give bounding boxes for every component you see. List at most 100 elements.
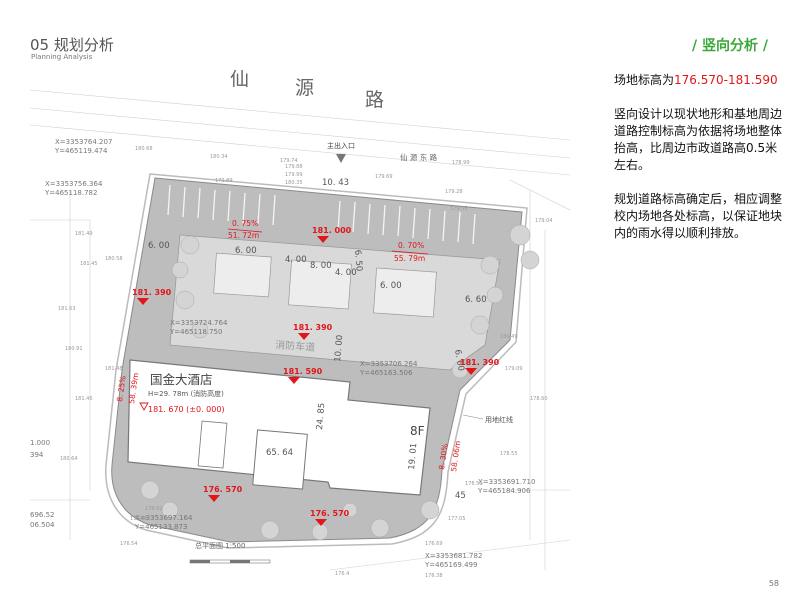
survey-value: 180.35 [285,180,303,186]
slope-length: 58. 39m [127,372,140,404]
building-stair [197,420,228,469]
spot-elevation: 176. 570 [310,509,350,518]
slope-labels: 0. 75% 51. 72m 0. 70% 55. 79m 8. 25% 58.… [115,219,462,472]
edge-label: 06.504 [30,521,55,529]
entrance-arrow-icon [336,154,346,163]
description-panel: 场地标高为176.570-181.590 竖向设计以现状地形和基地周边道路控制标… [614,72,782,259]
survey-value: 181.46 [75,396,93,402]
road-name-small: 仙 源 东 路 [400,152,438,162]
entrance-label: 主出入口 [327,141,355,150]
survey-value: 179.69 [375,174,393,180]
survey-value: 180.64 [60,456,78,462]
survey-value: 181.45 [80,261,98,267]
edge-label: 696.52 [30,511,55,519]
elevation-range-value: 176.570-181.590 [674,73,778,87]
survey-value: 176.68 [130,516,148,522]
coordinate-y: Y=465184.906 [477,487,531,495]
dimension-label: 65. 64 [266,448,293,458]
survey-value: 178.60 [530,396,548,402]
dimension-label: 6. 60 [452,349,466,372]
survey-value: 180.58 [105,256,123,262]
page-title: 05 规划分析 [30,36,114,54]
survey-value: 176.92 [145,506,163,512]
elevation-range-text: 场地标高为176.570-181.590 [614,73,778,87]
dimension-label: 19. 01 [407,442,419,470]
coordinate-y: Y=465169.499 [424,561,477,569]
spot-elevation: 176. 570 [203,485,243,494]
slope-percent: 8. 30% [437,443,450,470]
spot-elevation: 181. 000 [312,226,352,235]
survey-value: 176.54 [120,541,138,547]
slope-length: 58. 06m [449,440,462,472]
slope-percent: 8. 25% [115,375,128,402]
survey-value: 178.55 [500,451,518,457]
coordinate-y: Y=465163.506 [359,369,413,377]
scale-label: 总平面图 1:500 [195,541,245,550]
coordinate-y: Y=465118.782 [44,189,97,197]
survey-lines [30,89,570,571]
coordinate-y: Y=465119.474 [54,147,108,155]
dimension-label: 45 [455,491,466,501]
survey-value: 179.74 [280,158,298,164]
building-height: H=29. 78m (消防高度) [148,389,224,398]
parking-blocks [213,252,437,318]
survey-value: 181.63 [58,306,76,312]
survey-value: 178.99 [452,160,470,166]
dimension-label: 6. 00 [148,241,170,251]
base-elevation: 181. 670 (±0. 000) [148,405,225,414]
survey-values: 180.68 180.34 179.74 179.88 179.99 179.8… [58,146,553,579]
survey-value: 178.51 [465,481,483,487]
survey-value: 177.05 [448,516,466,522]
survey-value: 176.38 [425,573,443,579]
survey-value: 179.89 [215,178,233,184]
dimension-label: 6. 60 [465,295,487,305]
survey-value: 180.68 [135,146,153,152]
spot-elevations: 181. 000 181. 390 181. 390 181. 590 181.… [132,226,500,526]
page-subtitle: Planning Analysis [31,53,93,61]
road-name-char: 仙 [230,70,249,90]
coordinate-x: X=3353706.264 [360,360,418,368]
parking-stripes [167,184,476,245]
survey-value: 180.34 [210,154,228,160]
dimension-label: 4. 00 [335,268,357,278]
survey-value: 179.09 [505,366,523,372]
fire-lane-label: 消防车道 [275,338,316,354]
slope-length: 51. 72m [228,231,259,240]
dimension-label: 6. 50 [352,249,364,271]
coordinate-x: X=3353697.164 [135,514,193,522]
survey-value: 180.49 [500,334,518,340]
survey-value: 176.69 [425,541,443,547]
survey-value: 181.49 [75,231,93,237]
survey-value: 176.4 [335,571,349,577]
section-tag: / 竖向分析 / [692,38,768,54]
survey-value: 180.91 [65,346,83,352]
building-name: 国金大酒店 [150,372,213,387]
survey-value: 179.28 [445,189,463,195]
slope-percent: 0. 70% [398,241,424,250]
dimension-label: 6. 00 [235,246,257,256]
survey-value: 179.55 [450,206,468,212]
dimension-label: 10. 00 [333,334,345,362]
dimension-label: 6. 00 [380,281,402,291]
spot-elevation: 181. 590 [283,367,323,376]
coordinate-x: X=3353756.364 [45,180,103,188]
coordinate-x: X=3353724.764 [170,319,228,327]
coordinate-y: Y=465118.750 [169,328,222,336]
survey-value: 179.88 [285,164,303,170]
floor-count: 8F [410,424,425,438]
coordinate-x: X=3353681.782 [425,552,482,560]
survey-value: 179.99 [285,172,303,178]
road-name: 仙 源 路 [230,70,384,111]
dimensions: 10. 43 6. 00 6. 00 4. 00 8. 00 4. 00 6. … [148,178,487,501]
road-name-char: 路 [365,89,384,111]
survey-value: 181.48 [105,366,123,372]
boundary-label: 用地红线 [485,415,513,424]
spot-elevation: 181. 390 [293,323,333,332]
edge-label: 1.000 [30,439,50,447]
slope-length: 55. 79m [394,254,425,263]
dimension-label: 24. 85 [315,402,327,430]
building-core [252,429,308,490]
scale-bar [189,559,271,564]
coordinates: X=3353764.207 Y=465119.474 X=3353756.364… [44,138,535,569]
road-name-char: 源 [295,77,314,99]
